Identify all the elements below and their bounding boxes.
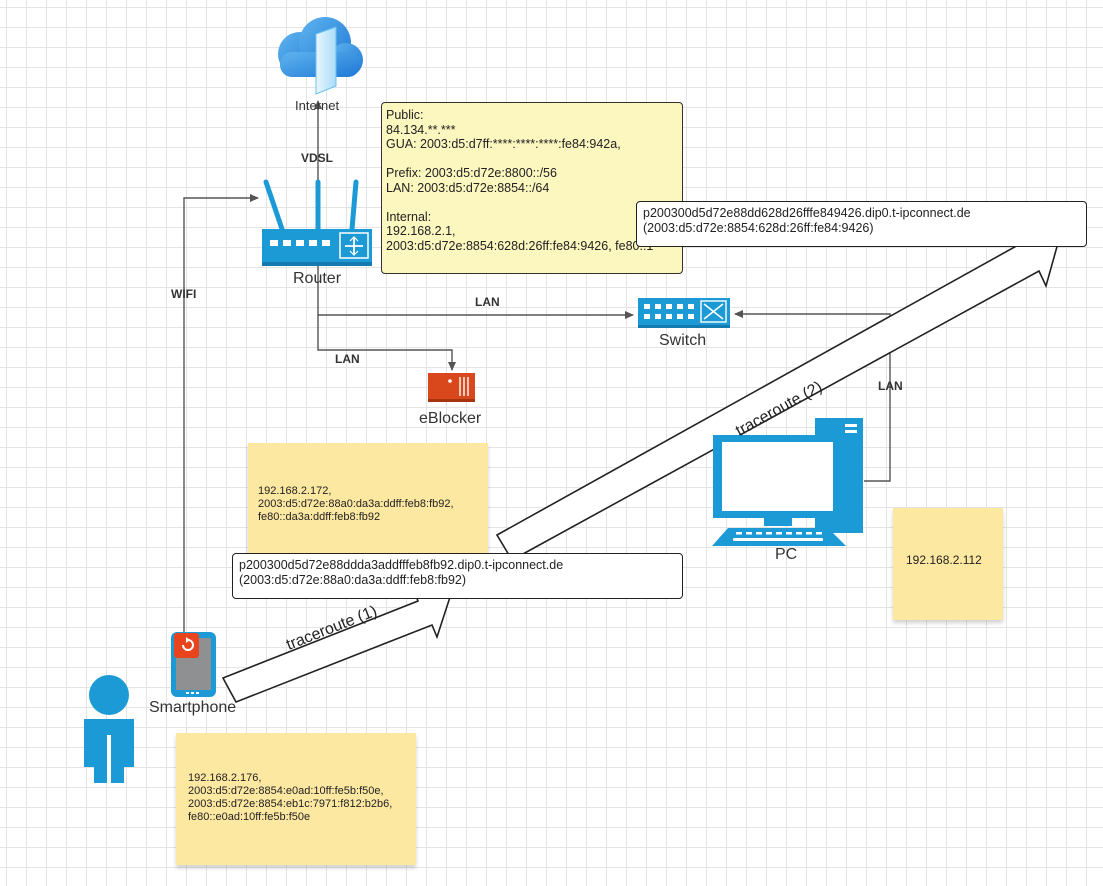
smartphone-hostname: p200300d5d72e88ddda3addfffeb8fb92.dip0.t…: [239, 558, 564, 572]
note-line: 192.168.2.176,: [188, 772, 262, 784]
note-line: 192.168.2.112: [906, 553, 982, 567]
person-icon: [84, 675, 134, 783]
note-line: fe80::da3a:ddff:feb8:fb92: [258, 511, 381, 523]
lan-pc-switch-label: LAN: [878, 379, 903, 393]
note-line: 192.168.2.172,: [258, 485, 332, 497]
router-info-line: 192.168.2.1,: [386, 224, 456, 238]
wifi-label: WIFI: [171, 287, 197, 301]
router-hostname: p200300d5d72e88dd628d26fffe849426.dip0.t…: [643, 206, 971, 220]
lan-router-eblocker-connector: [317, 315, 456, 371]
router-info-line: 2003:d5:d72e:8854:628d:26ff:fe84:9426, f…: [386, 238, 654, 253]
eblocker-label: eBlocker: [419, 410, 482, 427]
traceroute-1-arrow: [221, 587, 454, 704]
switch-icon: [638, 298, 730, 328]
pc-label: PC: [775, 546, 798, 563]
note-line: 2003:d5:d72e:8854:e0ad:10ff:fe5b:f50e,: [188, 785, 384, 797]
router-info-line: 84.134.**.***: [386, 122, 456, 137]
note-line: 2003:d5:d72e:8854:eb1c:7971:f812:b2b6,: [188, 798, 393, 810]
router-info-line: [386, 195, 678, 210]
router-info-line: Internal:: [386, 209, 432, 224]
router-info-line: GUA: 2003:d5:d7ff:****:****:****:fe84:94…: [386, 137, 621, 151]
eblocker-address-note: 192.168.2.172, 2003:d5:d72e:88a0:da3a:dd…: [248, 443, 488, 553]
internet-cloud-icon: [278, 17, 363, 95]
pc-icon: [712, 418, 863, 546]
router-info-line: Public:: [386, 108, 424, 122]
router-info-line: [386, 152, 678, 167]
smartphone-hostname-box: p200300d5d72e88ddda3addfffeb8fb92.dip0.t…: [232, 553, 683, 599]
router-hostname-box: p200300d5d72e88dd628d26fffe849426.dip0.t…: [636, 201, 1087, 247]
connectors: [183, 100, 891, 632]
vdsl-label: VDSL: [301, 151, 334, 165]
pc-address-note: 192.168.2.112: [893, 508, 1003, 620]
switch-label: Switch: [659, 332, 707, 349]
note-line: fe80::e0ad:10ff:fe5b:f50e: [188, 811, 311, 823]
note-line: 2003:d5:d72e:88a0:da3a:ddff:feb8:fb92,: [258, 498, 454, 510]
router-info-line: LAN: 2003:d5:d72e:8854::/64: [386, 180, 550, 195]
eblocker-icon: [428, 373, 475, 402]
router-label: Router: [293, 270, 342, 287]
lan-pc-switch-connector: [734, 310, 891, 482]
wifi-connector: [183, 194, 259, 632]
lan-router-eblocker-label: LAN: [335, 352, 360, 366]
smartphone-icon: [171, 632, 216, 697]
router-icon: [262, 179, 372, 266]
lan-router-switch-label: LAN: [475, 295, 500, 309]
smartphone-address-note: 192.168.2.176, 2003:d5:d72e:8854:e0ad:10…: [176, 733, 416, 865]
router-info-line: Prefix: 2003:d5:d72e:8800::/56: [386, 166, 557, 180]
smartphone-label: Smartphone: [149, 699, 237, 716]
internet-label: Internet: [295, 98, 340, 113]
router-hostname-ip: (2003:d5:d72e:8854:628d:26ff:fe84:9426): [643, 221, 874, 235]
smartphone-hostname-ip: (2003:d5:d72e:88a0:da3a:ddff:feb8:fb92): [239, 573, 467, 587]
router-info-callout: Public: 84.134.**.*** GUA: 2003:d5:d7ff:…: [381, 102, 683, 274]
